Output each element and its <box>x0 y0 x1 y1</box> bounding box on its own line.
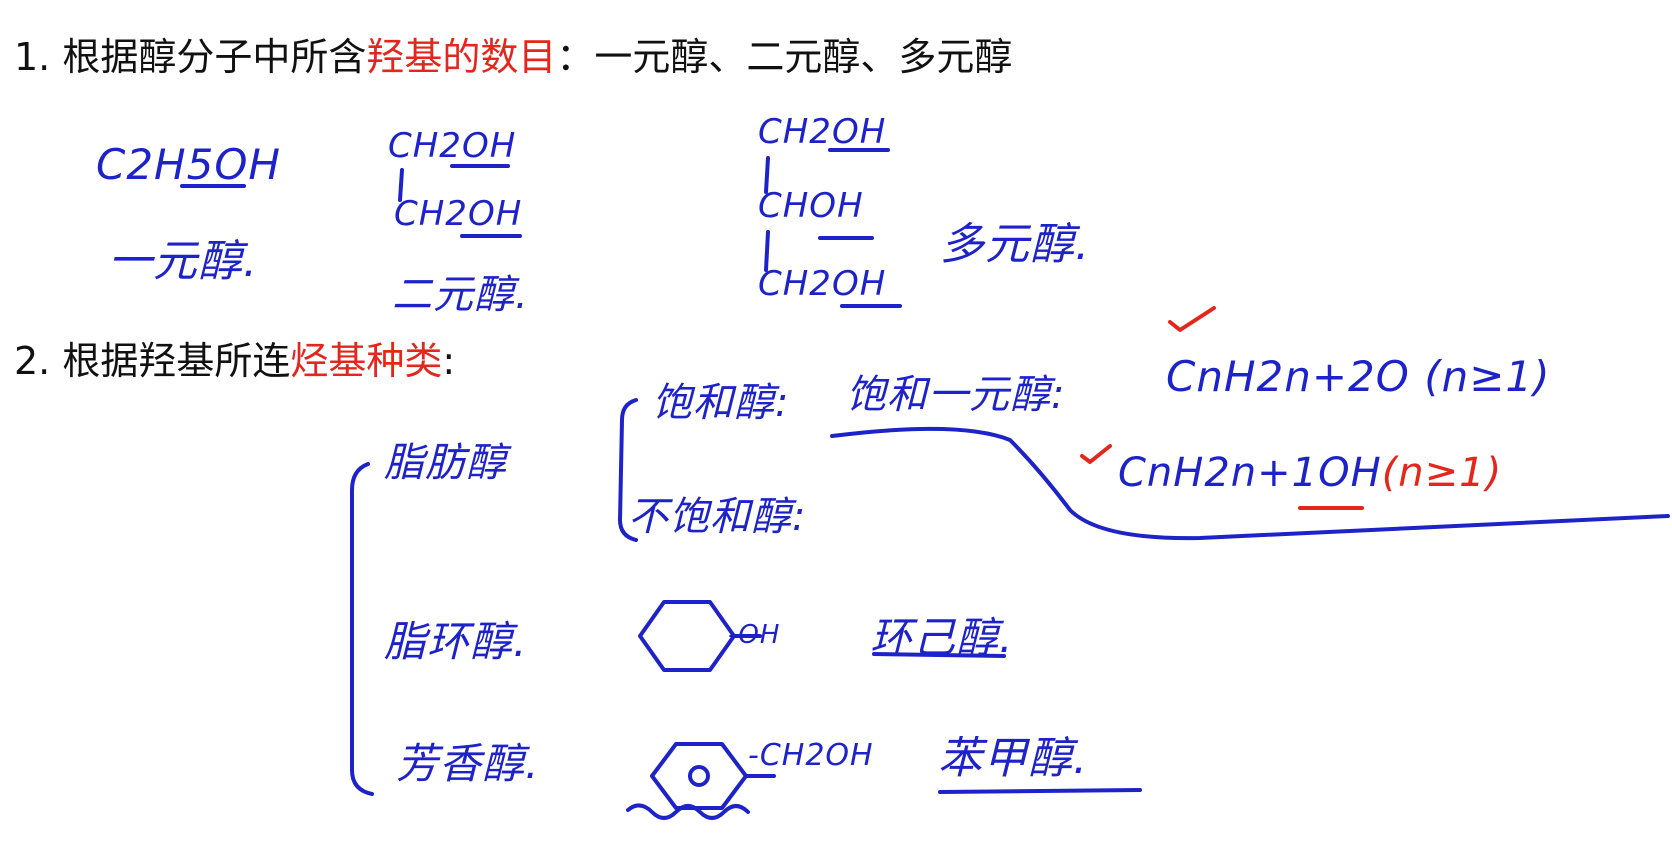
benzyl-underline <box>938 788 1142 794</box>
aromatic-alcohol: 芳香醇. <box>396 739 540 788</box>
check-mark-1 <box>1168 306 1216 332</box>
benzene-wavy-underline <box>626 803 750 820</box>
heading-2-highlight: 烃基种类 <box>290 339 443 383</box>
ethanol-formula: C2H5OH <box>96 140 281 189</box>
glycerol-bond-2 <box>764 230 770 272</box>
benzene-inner-circle <box>688 765 710 787</box>
glycerol-label: 多元醇. <box>940 219 1090 270</box>
saturated-alcohol: 饱和醇: <box>652 380 790 426</box>
formula-b-condition: (n≥1) <box>1381 450 1503 496</box>
aliphatic-alcohol: 脂肪醇 <box>384 440 507 486</box>
ethanol-label: 一元醇. <box>108 236 258 287</box>
tree-main-bracket <box>350 462 374 796</box>
formula-separator-curve <box>830 426 1670 541</box>
heading-2-suffix: : <box>442 339 456 383</box>
benzene-ring <box>650 742 748 810</box>
check-mark-2 <box>1080 444 1112 464</box>
heading-1-highlight: 羟基的数目 <box>366 35 557 79</box>
formula-b-prefix: CnH2n+1 <box>1118 450 1319 496</box>
cyclohexanol-underline <box>872 652 1006 658</box>
cyclohexane-ring <box>638 600 736 672</box>
alicyclic-alcohol: 脂环醇. <box>384 617 528 666</box>
saturated-monohydric: 饱和一元醇: <box>846 372 1066 418</box>
heading-1: 1. 根据醇分子中所含羟基的数目：一元醇、二元醇、多元醇 <box>14 26 1012 81</box>
aliphatic-sub-bracket <box>618 398 638 542</box>
heading-1-prefix: 1. 根据醇分子中所含 <box>14 35 367 79</box>
ch2oh-group: -CH2OH <box>748 738 874 773</box>
glycol-label: 二元醇. <box>392 272 529 318</box>
glycol-line-1: CH2OH <box>388 126 517 166</box>
formula-saturated-mono: CnH2n+1OH(n≥1) <box>1118 450 1502 496</box>
glycol-bond <box>398 168 404 202</box>
heading-2-prefix: 2. 根据羟基所连 <box>14 339 291 383</box>
heading-1-suffix: ：一元醇、二元醇、多元醇 <box>556 35 1013 79</box>
glycerol-line-3: CH2OH <box>758 264 887 304</box>
formula-saturated-general: CnH2n+2O (n≥1) <box>1166 352 1551 401</box>
glycerol-bond-1 <box>764 156 770 194</box>
formula-b-oh: OH <box>1318 450 1382 496</box>
glycol-line-2: CH2OH <box>394 194 523 234</box>
glycerol-line-2: CHOH <box>758 186 864 226</box>
heading-2: 2. 根据羟基所连烃基种类: <box>14 330 455 385</box>
benzyl-alcohol-label: 苯甲醇. <box>938 733 1088 784</box>
glycerol-line-1: CH2OH <box>758 112 887 152</box>
unsaturated-alcohol: 不饱和醇: <box>628 494 807 540</box>
